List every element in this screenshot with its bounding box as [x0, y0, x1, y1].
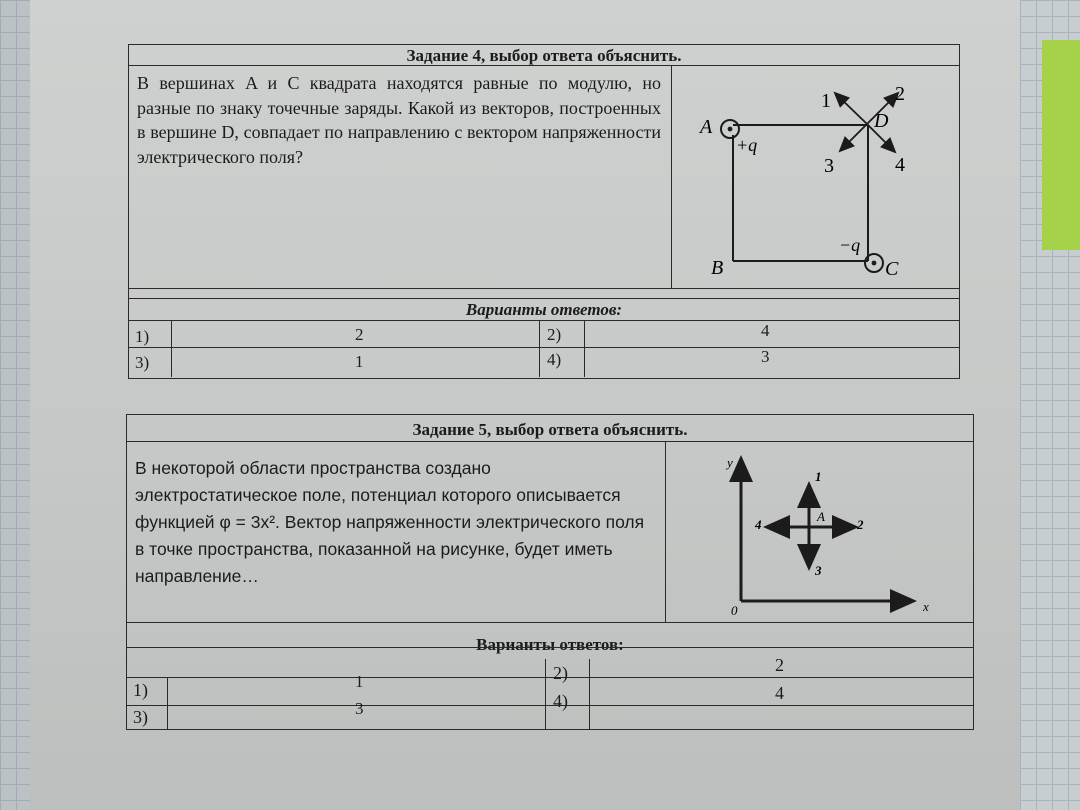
task-4-answers-col	[539, 320, 540, 377]
task-5-card: Задание 5, выбор ответа объяснить. В нек…	[126, 414, 974, 730]
vector-2-label: 2	[856, 517, 864, 532]
task-5-answers-col	[589, 659, 590, 729]
point-a-label: A	[816, 509, 825, 524]
charge-a-label: +q	[736, 135, 757, 155]
task-5-title: Задание 5, выбор ответа объяснить.	[127, 415, 973, 442]
answer-option-value: 4	[775, 683, 784, 703]
vector-3-label: 3	[824, 155, 834, 177]
charge-c-dot	[871, 260, 877, 266]
task-4-divider	[671, 66, 672, 288]
answer-option-value: 2	[355, 325, 364, 344]
answer-option-number: 4)	[547, 350, 562, 369]
charge-a-marker	[720, 119, 740, 139]
task-5-variants-title: Варианты ответов:	[476, 635, 624, 654]
task-4-question: В вершинах A и C квадрата находятся равн…	[137, 73, 661, 167]
vector-4-label: 4	[895, 154, 905, 176]
vector-2-label: 2	[895, 83, 905, 105]
task-5-rule	[127, 622, 973, 623]
task-4-answers-col	[171, 320, 172, 377]
vector-3-arrow	[838, 123, 868, 153]
charge-c-marker	[864, 253, 884, 273]
task-4-answers-col	[584, 320, 585, 377]
answer-option-value: 2	[775, 655, 784, 675]
answer-option-number: 3)	[133, 707, 148, 727]
answer-option-number: 1)	[133, 680, 148, 700]
vertex-c-label: C	[885, 258, 899, 280]
answer-option-number: 3)	[135, 353, 150, 372]
task-4-rule	[129, 298, 959, 299]
task-5-answers-mid	[127, 677, 973, 678]
vertex-d-label: D	[873, 110, 889, 132]
grid-paper-left	[0, 0, 30, 810]
task-5-question: В некоторой области пространства создано…	[135, 458, 645, 586]
task-4-figure: A +q B C −q D 1 2 3 4	[698, 83, 905, 280]
vector-1-label: 1	[821, 90, 831, 112]
task-5-answers-col	[167, 677, 168, 729]
task-5-answers-low	[127, 705, 973, 706]
task-4-answers-mid	[129, 347, 959, 348]
vector-2-arrow	[866, 91, 900, 125]
answer-option-value: 3	[355, 699, 364, 718]
green-folder-tab	[1042, 40, 1080, 250]
origin-label: 0	[731, 603, 738, 618]
task-4-answers-top	[129, 320, 959, 321]
task-4-card: Задание 4, выбор ответа объяснить. В вер…	[128, 44, 960, 379]
task-5-answers-col	[545, 659, 546, 729]
answer-option-value: 1	[355, 352, 364, 371]
answer-option-number: 4)	[553, 691, 568, 711]
vector-3-label: 3	[814, 563, 822, 578]
answer-option-number: 1)	[135, 327, 150, 346]
axis-y-label: y	[725, 455, 733, 470]
answer-option-value: 4	[761, 321, 770, 340]
vector-1-label: 1	[815, 469, 822, 484]
answer-option-value: 3	[761, 347, 770, 366]
answer-option-number: 2)	[547, 325, 562, 344]
vector-4-arrow	[866, 123, 897, 154]
axis-x-label: x	[922, 599, 929, 614]
task-5-answers-top	[127, 647, 973, 648]
charge-c-label: −q	[839, 235, 860, 255]
vector-4-label: 4	[754, 517, 762, 532]
charge-a-dot	[727, 126, 733, 132]
vector-1-arrow	[833, 91, 868, 125]
task-4-rule	[129, 288, 959, 289]
task-5-figure: y x 0 A 1 2 3 4	[725, 455, 929, 618]
task-4-variants-title: Варианты ответов:	[465, 300, 623, 319]
vertex-a-label: A	[698, 116, 713, 138]
task-4-title: Задание 4, выбор ответа объяснить.	[129, 45, 959, 66]
answer-option-number: 2)	[553, 663, 568, 683]
answer-option-value: 1	[355, 672, 364, 691]
vertex-b-label: B	[711, 257, 723, 279]
task-5-divider	[665, 442, 666, 622]
